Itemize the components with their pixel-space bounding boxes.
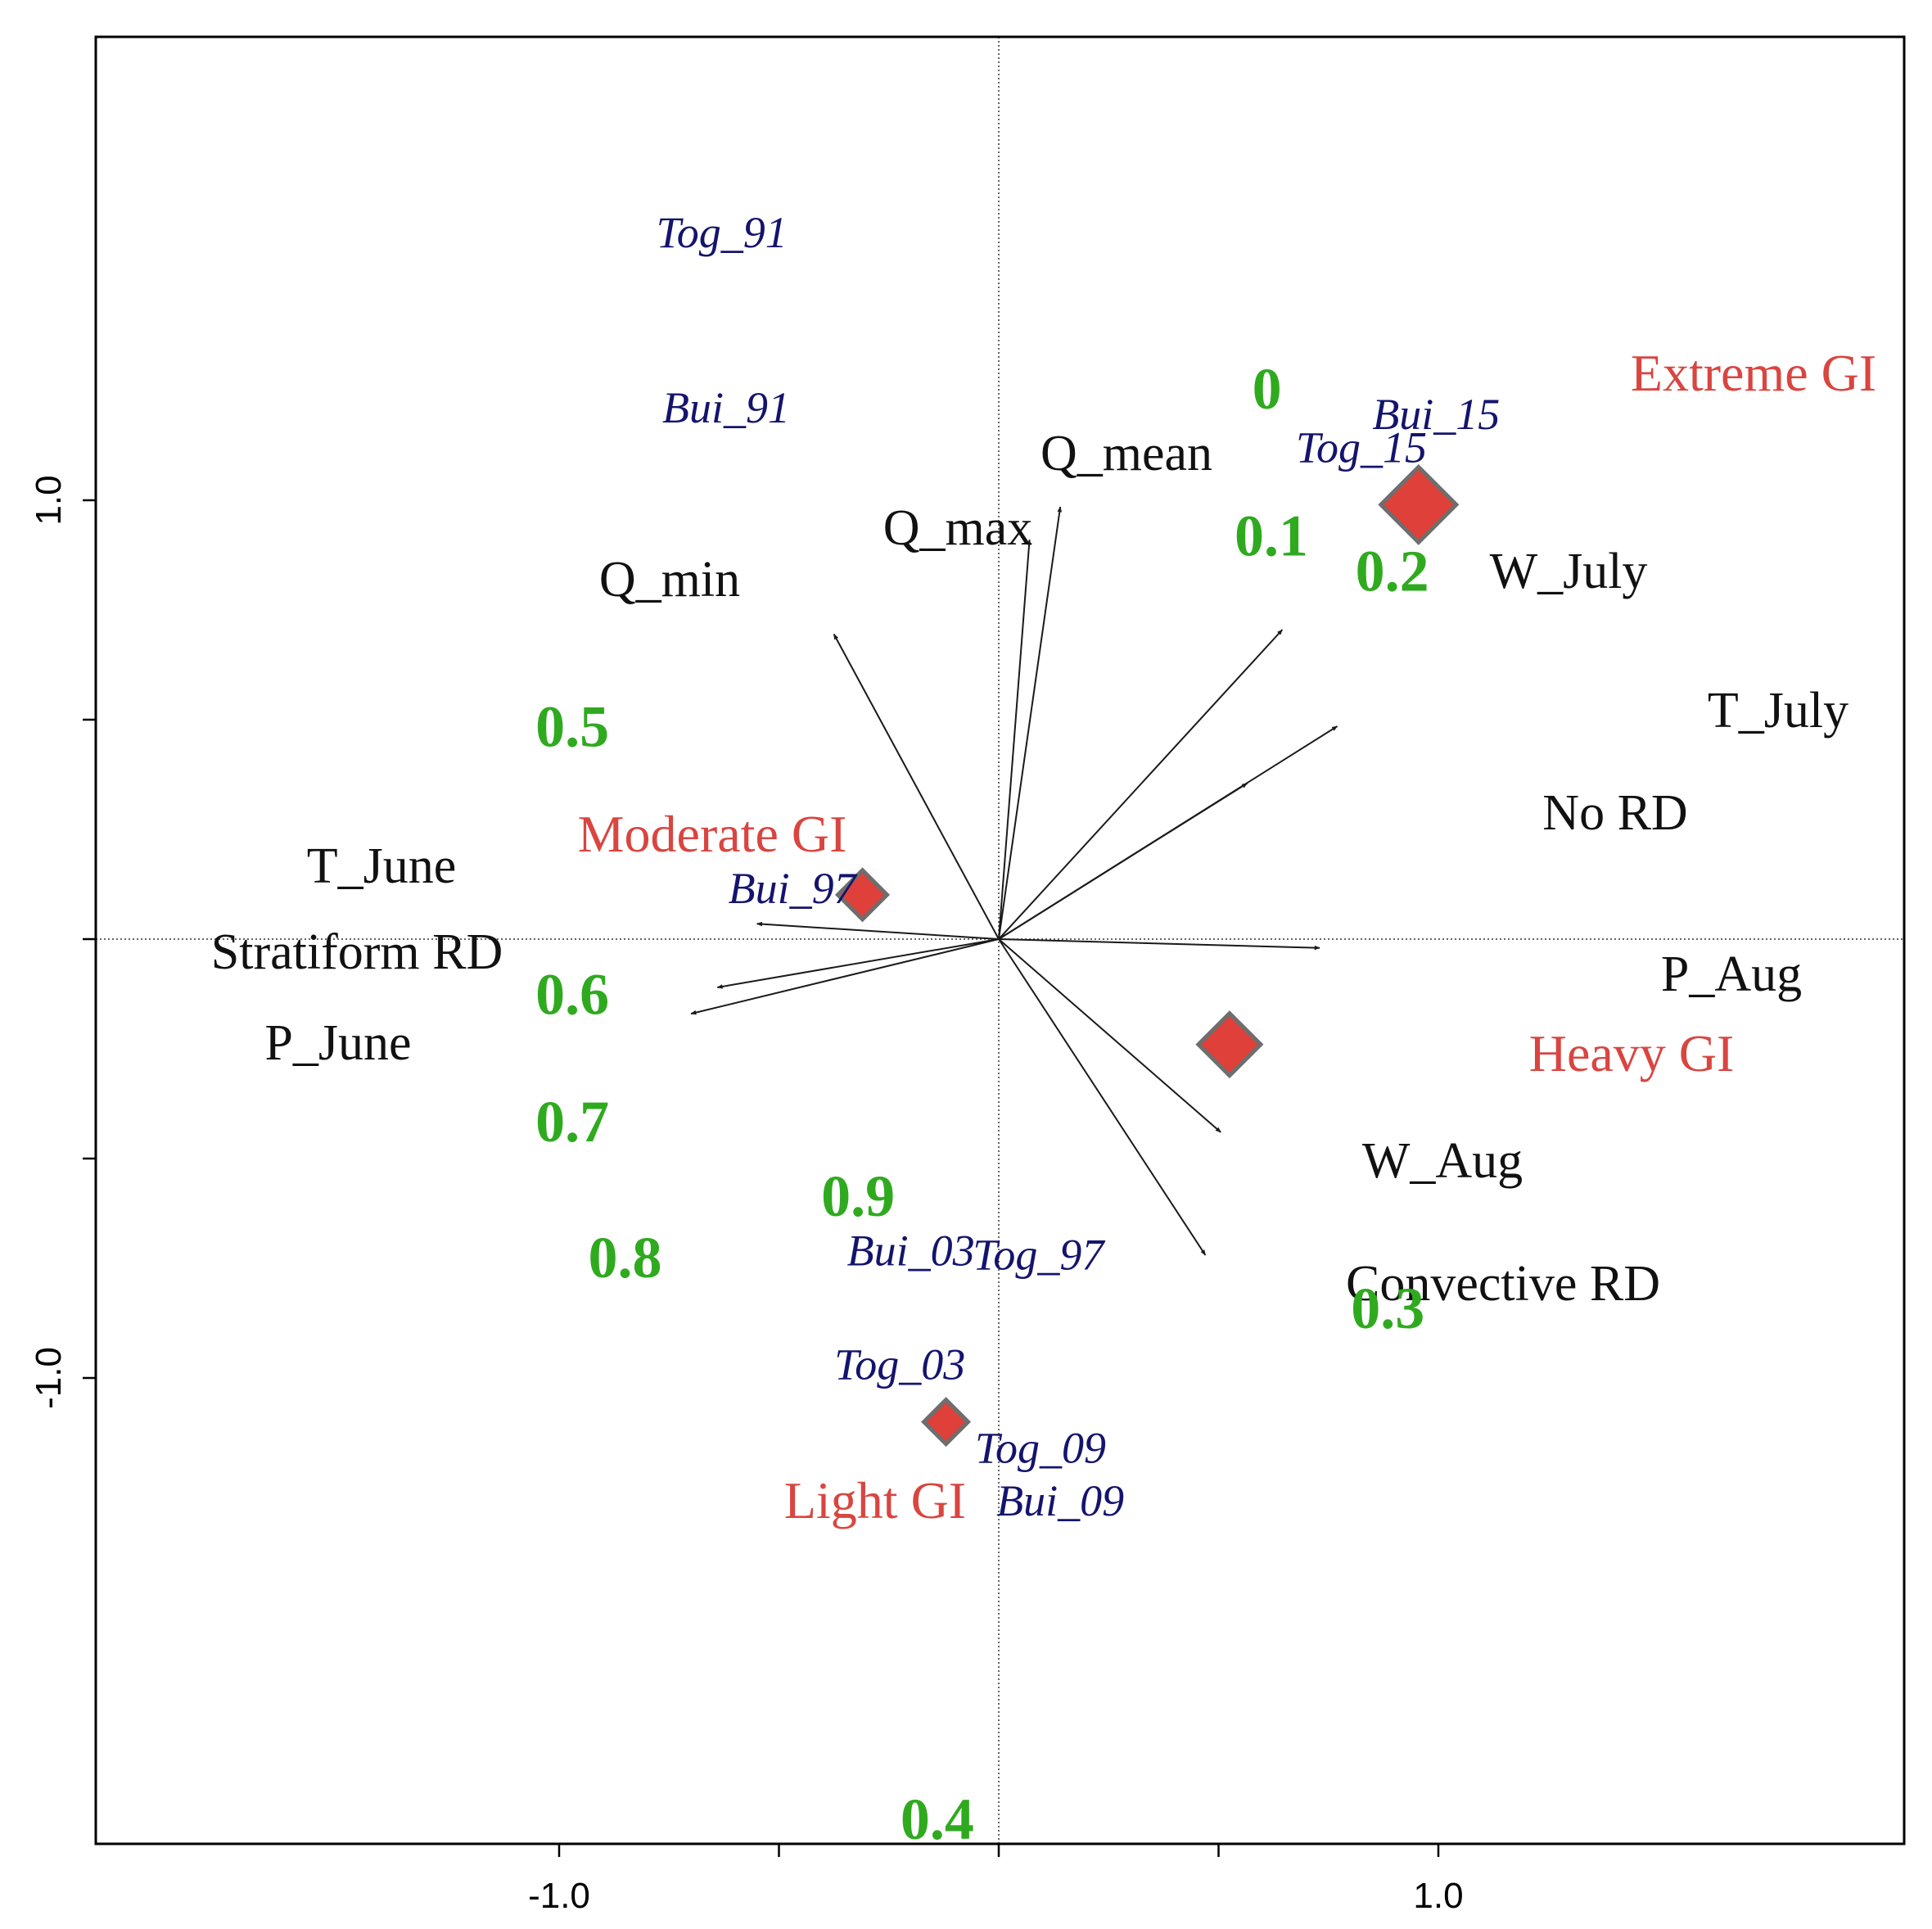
number-labels: 0 0.1 0.2 0.3 0.4 0.5 0.6 0.7 0.8 0.9 [535,356,1429,1852]
vector-w-aug [998,938,1221,1133]
class-label-extreme-gi: Extreme GI [1631,344,1876,402]
number-label-0: 0 [1253,356,1282,422]
vector-convective-rd [998,938,1207,1256]
vector-label-t-june: T_June [307,838,457,894]
number-label-0-3: 0.3 [1351,1276,1424,1341]
vector-label-q-mean: Q_mean [1040,426,1212,481]
vector-label-w-aug: W_Aug [1362,1133,1523,1189]
number-label-0-9: 0.9 [821,1163,895,1229]
vector-stratiform-rd [716,938,1000,989]
y-tick-label: 1.0 [29,475,69,525]
sample-label-tog-97: Tog_97 [973,1231,1105,1280]
vector-p-aug [998,938,1320,951]
vector-label-stratiform-rd: Stratiform RD [211,924,503,980]
class-marker-light-gi [921,1397,972,1448]
sample-label-tog-09: Tog_09 [975,1424,1106,1473]
vector-label-t-july: T_July [1708,683,1848,739]
vector-q-min [833,633,1000,940]
vector-label-w-july: W_July [1490,544,1648,599]
sample-label-bui-97: Bui_97 [729,864,858,913]
vector-p-june [690,938,1000,1015]
vector-q-max [998,539,1031,940]
class-points: Extreme GI Moderate GI Heavy GI Light GI [578,344,1877,1529]
vector-label-p-june: P_June [264,1015,411,1071]
sample-label-bui-09: Bui_09 [996,1476,1124,1525]
zero-lines [96,37,1904,1844]
number-label-0-2: 0.2 [1356,538,1429,603]
class-marker-extreme-gi [1378,463,1460,545]
vector-label-no-rd: No RD [1542,785,1687,841]
x-tick-label: 1.0 [1413,1876,1463,1916]
sample-label-tog-15: Tog_15 [1296,422,1427,472]
sample-label-bui-15: Bui_15 [1372,390,1500,439]
vector-label-q-min: Q_min [599,552,740,608]
vector-t-june [756,921,1000,940]
vector-label-q-max: Q_max [883,500,1033,556]
sample-label-bui-03: Bui_03 [847,1226,975,1275]
y-tick-label: -1.0 [29,1347,69,1409]
sample-label-bui-91: Bui_91 [662,383,790,432]
vector-no-rd [998,782,1248,940]
number-label-0-1: 0.1 [1235,503,1308,568]
number-label-0-5: 0.5 [535,694,609,760]
vector-label-p-aug: P_Aug [1661,946,1802,1002]
vector-q-mean [998,506,1063,940]
class-marker-moderate-gi [834,867,891,923]
class-marker-heavy-gi [1195,1010,1264,1079]
sample-label-tog-03: Tog_03 [834,1340,965,1389]
sample-label-tog-91: Tog_91 [657,208,788,257]
plot-frame [94,35,1906,1845]
class-label-moderate-gi: Moderate GI [578,805,847,863]
class-label-light-gi: Light GI [784,1471,966,1529]
axes: -1.0 1.0 -1.0 1.0 [29,35,1906,1916]
number-label-0-7: 0.7 [535,1089,609,1154]
number-label-0-6: 0.6 [535,962,609,1028]
number-label-0-8: 0.8 [589,1225,662,1290]
vector-w-july [998,629,1284,940]
number-label-0-4: 0.4 [901,1787,974,1852]
vector-label-convective-rd: Convective RD [1346,1256,1660,1312]
class-label-heavy-gi: Heavy GI [1529,1024,1735,1082]
x-tick-label: -1.0 [528,1876,590,1916]
